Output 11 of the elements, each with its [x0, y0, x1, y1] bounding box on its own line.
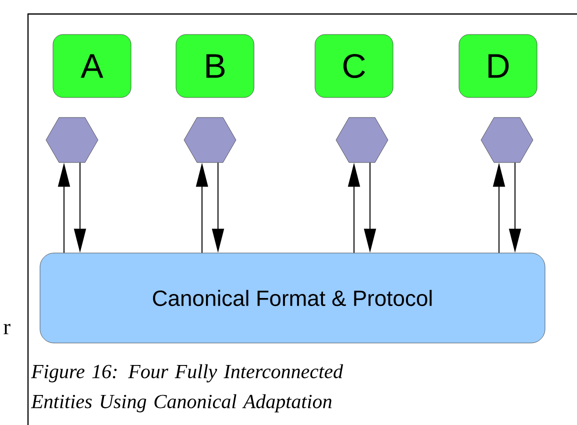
adapter-hexagon: [46, 117, 98, 163]
entity-box: C: [314, 34, 394, 98]
figure-caption: Figure 16: Four Fully Interconnected Entities Using Canonical Adaptation: [30, 364, 344, 412]
entity-box: A: [52, 34, 132, 98]
entity-box: B: [176, 34, 254, 98]
adapter-hexagon: [480, 117, 534, 163]
canonical-box: Canonical Format & Protocol: [40, 252, 546, 344]
entity-box: D: [458, 34, 538, 98]
page-letter: r: [4, 324, 10, 334]
adapter-hexagon: [336, 117, 388, 163]
adapter-hexagon: [184, 117, 236, 163]
